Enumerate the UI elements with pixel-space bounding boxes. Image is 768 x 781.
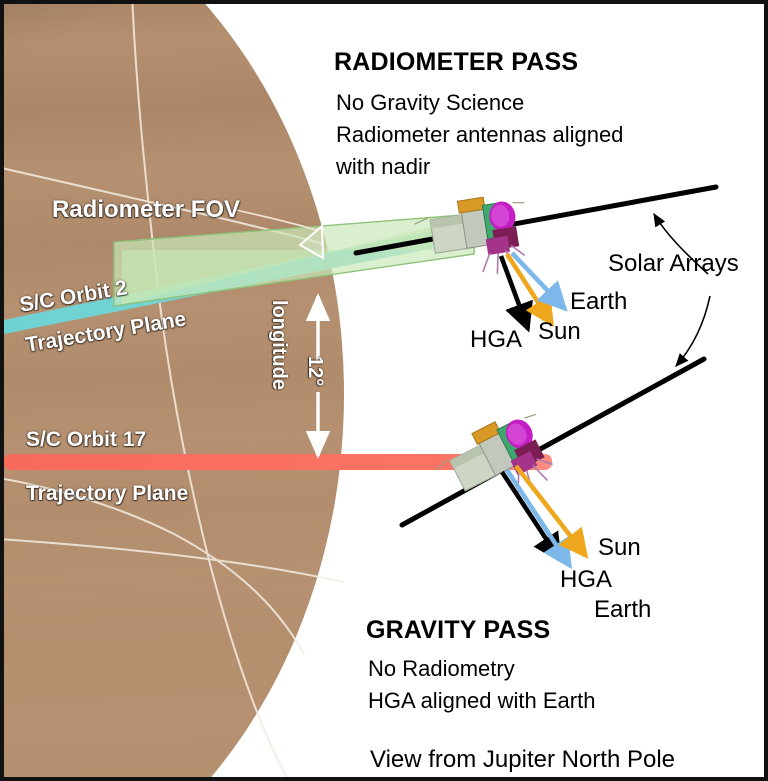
- orbit-17-plane-label: Trajectory Plane: [26, 482, 189, 505]
- gravity-pass-heading: GRAVITY PASS: [366, 616, 551, 644]
- sun-vector-label-top: Sun: [538, 318, 581, 345]
- sun-vector-top: [505, 252, 554, 328]
- solar-arrays-label: Solar Arrays: [608, 250, 739, 277]
- earth-vector-label-top: Earth: [570, 288, 628, 315]
- radiometer-pass-line-1: No Gravity Science: [336, 90, 525, 115]
- longitude-label: longitude: [268, 300, 290, 390]
- jupiter-surface: [4, 4, 344, 777]
- jupiter-terminator-shading: [4, 4, 344, 777]
- jupiter-cloud-bands: [4, 4, 344, 777]
- orbit-2-plane-label: Trajectory Plane: [24, 307, 188, 357]
- hga-vector-top: [498, 255, 533, 333]
- hga-vector-bottom: [500, 470, 563, 564]
- hga-vector-label-bottom: HGA: [560, 566, 613, 593]
- radiometer-pass-line-3: with nadir: [336, 154, 431, 179]
- gravity-pass-line-1: No Radiometry: [368, 656, 515, 681]
- longitude-angle-value: 12°: [304, 356, 326, 387]
- radiometer-pass-line-2: Radiometer antennas aligned: [336, 122, 624, 147]
- sun-vector-bottom: [514, 464, 589, 559]
- earth-vector-label-bottom: Earth: [594, 596, 652, 623]
- orbit-2-name-label: S/C Orbit 2: [18, 276, 129, 317]
- jupiter-graticule: [4, 4, 345, 777]
- hga-vector-label-top: HGA: [470, 326, 523, 353]
- earth-vector-bottom: [505, 468, 573, 570]
- radiometer-fov-label: Radiometer FOV: [52, 196, 241, 223]
- orbit-17-name-label: S/C Orbit 17: [26, 428, 147, 451]
- radiometer-pass-heading: RADIOMETER PASS: [334, 48, 579, 76]
- figure-footer-caption: View from Jupiter North Pole: [370, 746, 676, 773]
- sun-vector-label-bottom: Sun: [598, 534, 641, 561]
- jupiter-disc: [4, 4, 384, 777]
- gravity-pass-line-2: HGA aligned with Earth: [368, 688, 596, 713]
- jupiter-limb-rim: [4, 4, 344, 777]
- earth-vector-top: [510, 251, 568, 312]
